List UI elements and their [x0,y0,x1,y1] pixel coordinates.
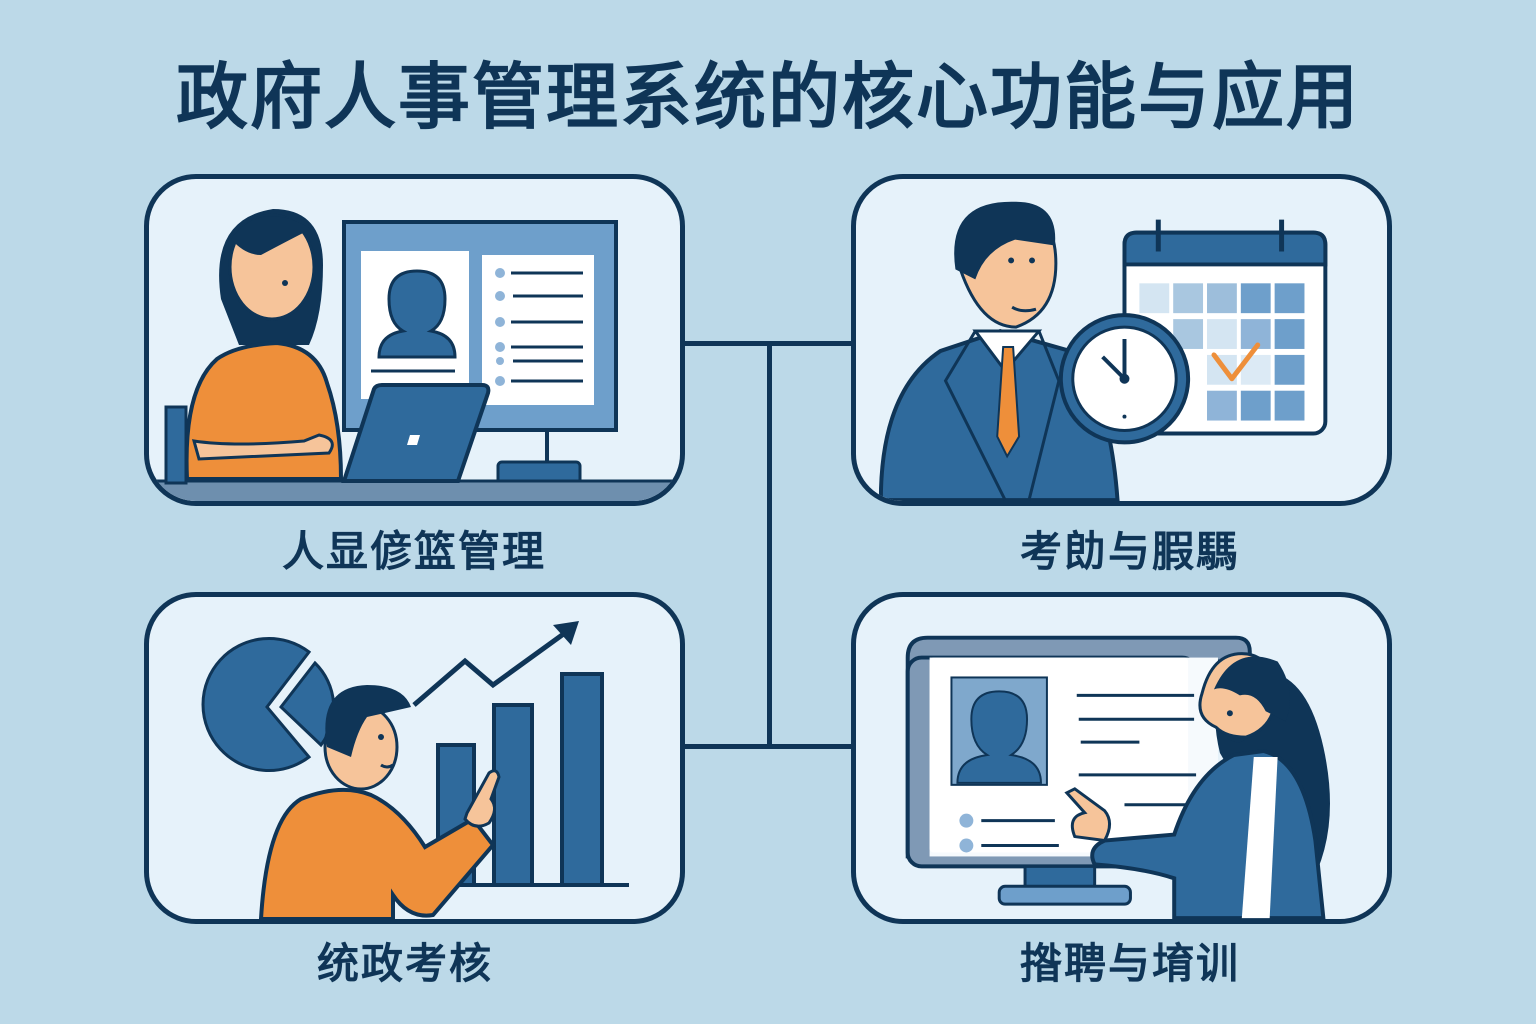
man-pointing-chart-illustration [201,621,629,919]
monitor-icon [905,635,1252,906]
profile-avatar-icon [956,690,1042,784]
connector-bottom-horizontal [684,744,854,749]
woman-presenting-monitor-illustration [905,635,1330,919]
pie-chart-icon [201,637,336,772]
label-personnel-info: 人显偐篮管理 [281,527,546,576]
trend-arrow-icon [412,621,579,707]
woman-at-laptop-illustration [149,209,680,501]
panel-performance-review [144,592,685,924]
label-recruitment-training: 揝聘与堉训 [1019,939,1240,988]
page-title: 政府人事管理系统的核心功能与应用 [175,55,1360,139]
label-performance-review: 统政考核 [316,939,493,988]
clock-icon [1058,313,1191,445]
profile-avatar-icon [377,269,457,359]
panel-recruitment-training [851,592,1392,924]
calendar-icon [1122,219,1328,436]
panel-attendance-leave [851,174,1392,506]
connector-vertical [767,341,772,749]
bar-chart-icon [399,672,629,887]
panel-personnel-info [144,174,685,506]
label-attendance-leave: 考勆与腵騳 [1019,527,1240,576]
businessman-clock-calendar-illustration [878,201,1328,501]
